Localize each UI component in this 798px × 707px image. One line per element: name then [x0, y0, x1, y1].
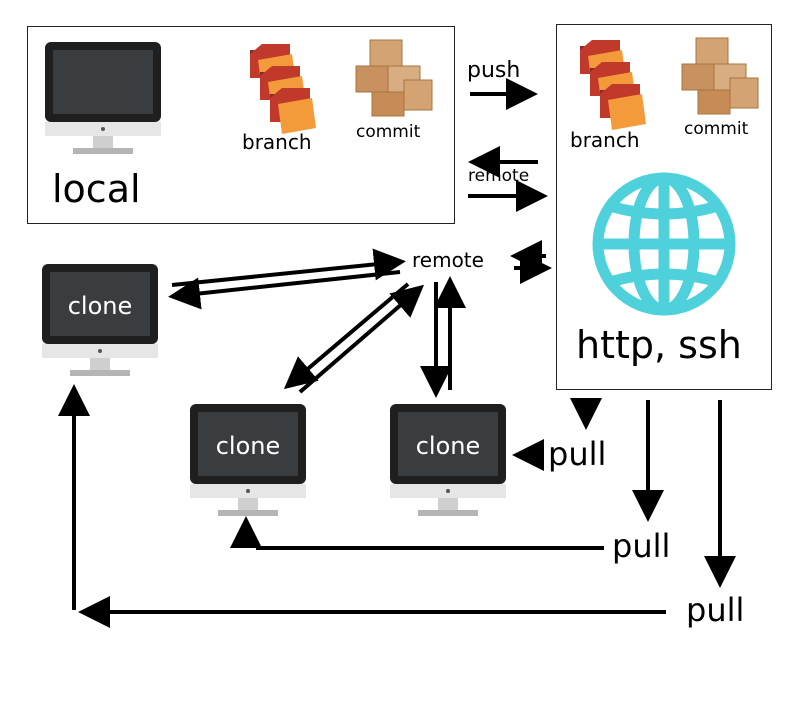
pull-label-2: pull	[612, 527, 671, 565]
clone1-to-remote-arrow	[171, 248, 406, 287]
remote-hub-label: remote	[412, 248, 484, 272]
clone-label-2: clone	[216, 432, 281, 460]
local-label: local	[52, 167, 141, 211]
remote-to-clone2-arrow	[283, 282, 410, 390]
server-commit-label: commit	[684, 119, 749, 139]
clone-monitor-3: clone	[390, 404, 506, 516]
local-commit-label: commit	[356, 122, 421, 142]
local-box	[27, 26, 455, 224]
remote-to-clone1-arrow	[168, 270, 401, 310]
server-box	[556, 24, 772, 390]
local-branch-label: branch	[242, 130, 312, 154]
server-branch-label: branch	[570, 128, 640, 152]
arrows	[58, 78, 736, 628]
clone2-to-remote-arrow	[298, 284, 425, 394]
remote-label-small: remote	[468, 166, 530, 186]
globe-icon	[592, 172, 736, 316]
clone-monitor-1: clone	[42, 264, 158, 376]
clone-label-3: clone	[416, 432, 481, 460]
pull-label-1: pull	[548, 435, 607, 473]
push-label: push	[467, 58, 521, 83]
clone-monitor-2: clone	[190, 404, 306, 516]
protocol-label: http, ssh	[576, 323, 742, 367]
clone-label-1: clone	[68, 292, 133, 320]
pull-label-3: pull	[686, 591, 745, 629]
